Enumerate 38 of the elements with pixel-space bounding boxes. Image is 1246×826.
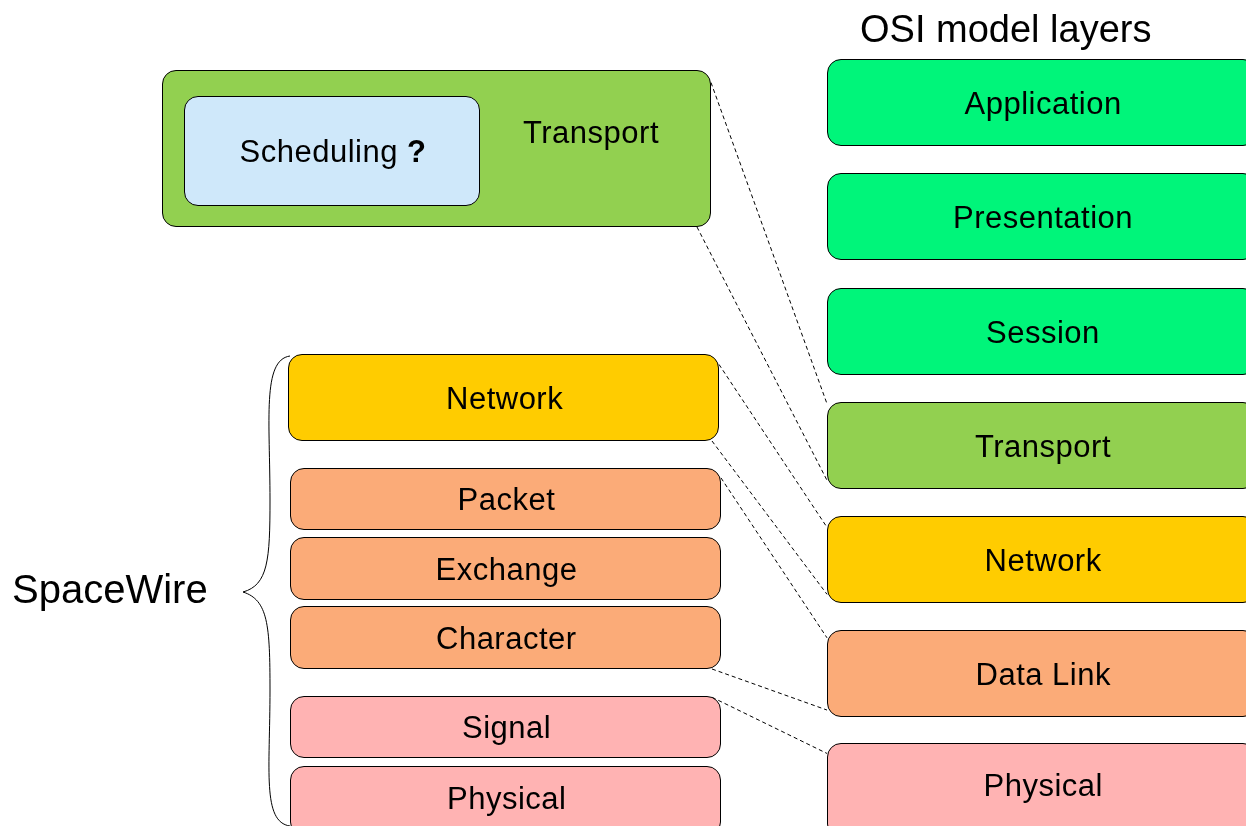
connector-line <box>718 363 828 528</box>
layer-name: Data Link <box>975 656 1111 693</box>
layer-name: Physical <box>983 768 1103 804</box>
layer-name: Session <box>986 314 1100 351</box>
layer-box <box>827 173 1246 260</box>
layer-name: Signal <box>462 710 552 746</box>
layer-name: Exchange <box>435 551 578 588</box>
layer-box <box>290 766 721 826</box>
layer-box <box>290 468 721 530</box>
layer-box <box>827 630 1246 717</box>
connector-line <box>720 477 828 639</box>
layer-name: Transport <box>975 428 1111 465</box>
layer-name: Presentation <box>953 199 1134 236</box>
layer-box <box>827 743 1246 826</box>
layer-box <box>288 354 719 441</box>
layer-box <box>162 70 711 227</box>
layer-box <box>290 606 721 669</box>
layer-box <box>827 516 1246 603</box>
layer-name: Transport <box>523 115 659 151</box>
layer-name: Packet <box>457 482 556 518</box>
layer-name: Scheduling ? <box>239 134 427 170</box>
layer-name: Application <box>964 85 1122 122</box>
layer-name: Character <box>436 620 577 657</box>
connector-line <box>711 668 828 711</box>
layer-box <box>290 696 721 758</box>
process-box <box>184 96 480 206</box>
group-label: SpaceWire <box>12 567 208 612</box>
layer-box <box>827 59 1246 146</box>
layer-name: Network <box>446 380 564 417</box>
connector-line <box>710 82 828 405</box>
column-heading: OSI model layers <box>860 8 1152 51</box>
layer-name: Network <box>984 542 1102 579</box>
layer-name: Physical <box>447 781 567 817</box>
layer-box <box>290 537 721 600</box>
layer-box <box>827 402 1246 489</box>
layer-box <box>827 288 1246 375</box>
connector-line <box>696 226 828 481</box>
connector-line <box>711 440 828 595</box>
